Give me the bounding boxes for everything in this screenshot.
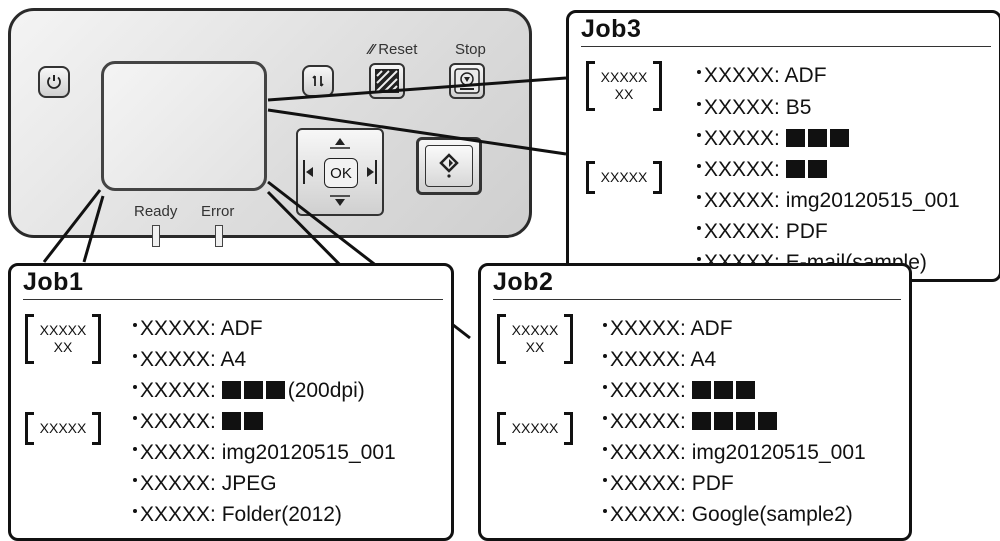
redacted-block: [691, 381, 711, 399]
job1-item: XXXXX: (200dpi): [133, 379, 365, 403]
redacted-block: [785, 129, 805, 147]
bullet-icon: [133, 478, 137, 483]
job2-bracket-top: XXXXX XX: [497, 314, 573, 364]
job3-title: Job3: [581, 15, 642, 43]
ready-label: Ready: [134, 203, 178, 220]
job2-item: XXXXX:: [603, 379, 758, 403]
job3-item: XXXXX: PDF: [697, 220, 828, 244]
bullet-icon: [603, 478, 607, 483]
settings-icon: [312, 75, 324, 87]
redacted-block: [829, 129, 849, 147]
redacted-block: [221, 412, 241, 430]
bullet-icon: [133, 447, 137, 452]
job2-item: XXXXX: ADF: [603, 317, 733, 341]
start-button[interactable]: [416, 137, 482, 195]
job1-title-rule: [23, 299, 443, 300]
job2-title-rule: [493, 299, 901, 300]
redacted-block: [735, 381, 755, 399]
job3-item: XXXXX: ADF: [697, 64, 827, 88]
bullet-icon: [603, 354, 607, 359]
job1-item: XXXXX: Folder(2012): [133, 503, 342, 527]
bullet-icon: [697, 226, 701, 231]
job1-item: XXXXX: ADF: [133, 317, 263, 341]
job2-item: XXXXX: img20120515_001: [603, 441, 866, 465]
job1-item: XXXXX: img20120515_001: [133, 441, 396, 465]
reset-label: ⁄⁄ Reset: [369, 41, 418, 58]
job1-item: XXXXX:: [133, 410, 266, 434]
redacted-block: [265, 381, 285, 399]
job1-bracket-top: XXXXX XX: [25, 314, 101, 364]
bullet-icon: [603, 323, 607, 328]
job2-title: Job2: [493, 268, 554, 296]
bullet-icon: [603, 416, 607, 421]
bullet-icon: [697, 195, 701, 200]
job2-item: XXXXX:: [603, 410, 780, 434]
bullet-icon: [133, 416, 137, 421]
redacted-block: [713, 412, 733, 430]
job2-item: XXXXX: PDF: [603, 472, 734, 496]
redacted-block: [243, 412, 263, 430]
error-led: [215, 225, 223, 247]
bullet-icon: [697, 70, 701, 75]
redacted-block: [713, 381, 733, 399]
job3-item: XXXXX:: [697, 127, 852, 151]
job2-bracket-bottom: XXXXX: [497, 412, 573, 445]
ok-label: OK: [330, 164, 352, 182]
start-diamond-icon: [439, 153, 459, 178]
ok-button[interactable]: OK: [324, 158, 358, 188]
job1-callout-line: [42, 189, 105, 263]
reset-slash-icon: ⁄⁄: [369, 41, 375, 58]
redacted-block: [691, 412, 711, 430]
job3-callout-line: [267, 76, 567, 156]
bullet-icon: [133, 509, 137, 514]
job2-panel: Job2 XXXXX XX XXXXX XXXXX: ADF XXXXX: A4…: [478, 263, 912, 541]
ready-led: [152, 225, 160, 247]
redacted-block: [807, 160, 827, 178]
error-label: Error: [201, 203, 235, 220]
scanner-control-panel: ⁄⁄ Reset Stop: [8, 8, 532, 247]
job3-item: XXXXX: B5: [697, 96, 811, 120]
bullet-icon: [697, 102, 701, 107]
power-button[interactable]: [38, 66, 70, 98]
redacted-block: [807, 129, 827, 147]
redacted-block: [243, 381, 263, 399]
bullet-icon: [697, 133, 701, 138]
job3-bracket-bottom: XXXXX: [586, 161, 662, 194]
job1-item: XXXXX: JPEG: [133, 472, 277, 496]
reset-hatch-icon: [375, 69, 399, 93]
job3-title-rule: [581, 46, 991, 47]
bullet-icon: [603, 447, 607, 452]
bullet-icon: [133, 385, 137, 390]
job3-item: XXXXX: img20120515_001: [697, 189, 960, 213]
job2-item: XXXXX: Google(sample2): [603, 503, 853, 527]
stop-label: Stop: [455, 41, 486, 58]
job3-item: XXXXX:: [697, 158, 830, 182]
bullet-icon: [603, 385, 607, 390]
redacted-block: [735, 412, 755, 430]
job2-item: XXXXX: A4: [603, 348, 716, 372]
bullet-icon: [133, 323, 137, 328]
dpad-arrows-icon: [303, 138, 377, 206]
redacted-block: [785, 160, 805, 178]
job1-title: Job1: [23, 268, 84, 296]
bullet-icon: [697, 164, 701, 169]
navigation-pad[interactable]: OK: [296, 128, 384, 216]
power-icon: [47, 75, 61, 89]
job1-bracket-bottom: XXXXX: [25, 412, 101, 445]
job3-bracket-top: XXXXX XX: [586, 61, 662, 111]
redacted-block: [757, 412, 777, 430]
job1-panel: Job1 XXXXX XX XXXXX XXXXX: ADF XXXXX: A4…: [8, 263, 454, 541]
job3-panel: Job3 XXXXX XX XXXXX XXXXX: ADF XXXXX: B5…: [566, 10, 1000, 282]
lcd-screen: [101, 61, 267, 191]
bullet-icon: [133, 354, 137, 359]
bullet-icon: [603, 509, 607, 514]
bullet-icon: [697, 257, 701, 262]
reset-button[interactable]: [369, 63, 405, 99]
redacted-block: [221, 381, 241, 399]
job1-item: XXXXX: A4: [133, 348, 246, 372]
